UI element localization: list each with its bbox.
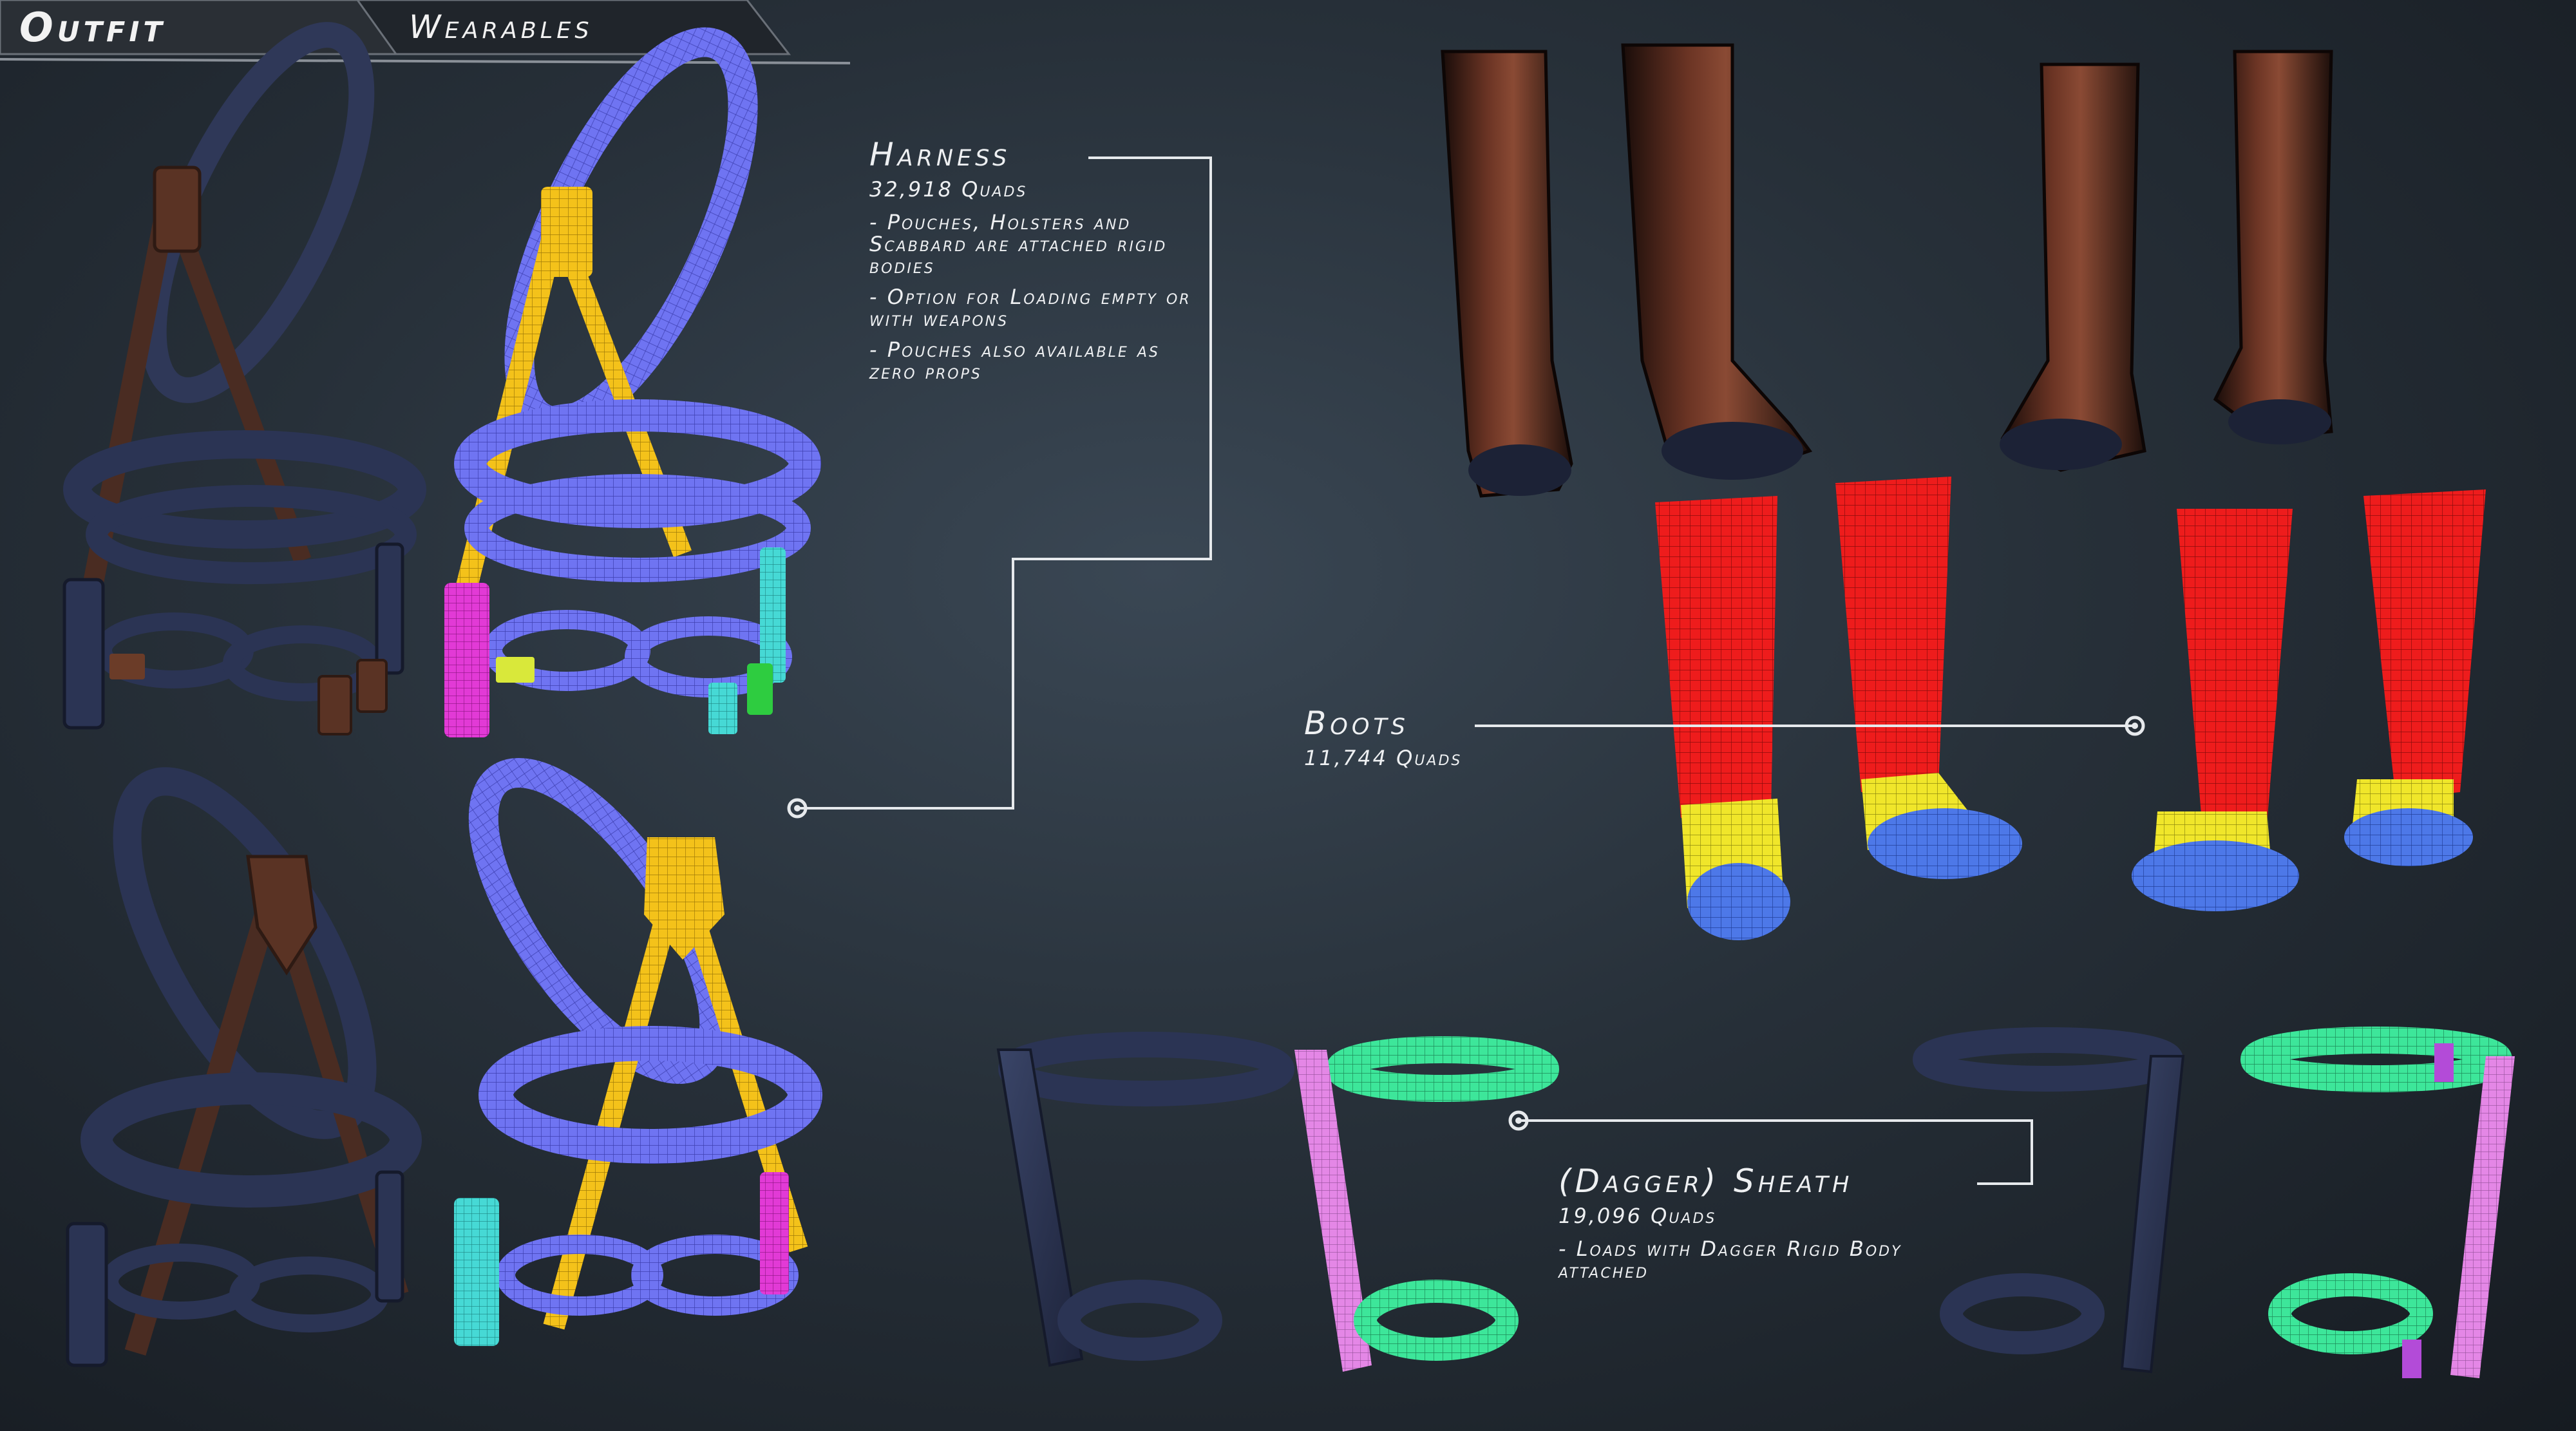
harness-quads: 32,918 Quads xyxy=(869,177,1028,202)
harness-back-wireframe xyxy=(454,758,822,1346)
sheath-wireframe-front xyxy=(1294,1036,1559,1372)
harness-front-render xyxy=(62,22,426,735)
tab-wearables[interactable]: Wearables xyxy=(409,8,593,46)
harness-bullet: - Pouches, Holsters and Scabbard are att… xyxy=(869,210,1168,278)
sheath-title: (Dagger) Sheath xyxy=(1558,1162,1853,1200)
harness-bullet: - Option for Loading empty or with weapo… xyxy=(869,285,1191,331)
sheath-wireframe-back xyxy=(2240,1027,2515,1378)
boots-render-back xyxy=(2000,50,2333,472)
boots-callout: Boots 11,744 Quads xyxy=(1304,705,1626,771)
harness-front-wireframe xyxy=(444,27,821,737)
boots-render-front xyxy=(1441,43,1813,498)
harness-bullet: - Pouches also available as zero props xyxy=(869,337,1160,384)
boots-wireframe-back xyxy=(2132,489,2486,911)
sheath-render-front xyxy=(996,1032,1294,1367)
harness-back-render xyxy=(66,767,422,1367)
sheath-render-back xyxy=(1913,1027,2185,1374)
harness-callout: Harness 32,918 Quads - Pouches, Holsters… xyxy=(869,137,1191,383)
boots-wireframe-front xyxy=(1655,477,2022,940)
boots-quads: 11,744 Quads xyxy=(1304,746,1463,770)
sheath-quads: 19,096 Quads xyxy=(1558,1204,1717,1228)
sheath-callout: (Dagger) Sheath 19,096 Quads - Loads wit… xyxy=(1558,1163,1977,1282)
harness-title: Harness xyxy=(869,136,1011,173)
tab-outfit[interactable]: Outfit xyxy=(19,3,166,51)
sheath-bullet: - Loads with Dagger Rigid Body attached xyxy=(1558,1237,1902,1283)
boots-title: Boots xyxy=(1304,705,1409,742)
